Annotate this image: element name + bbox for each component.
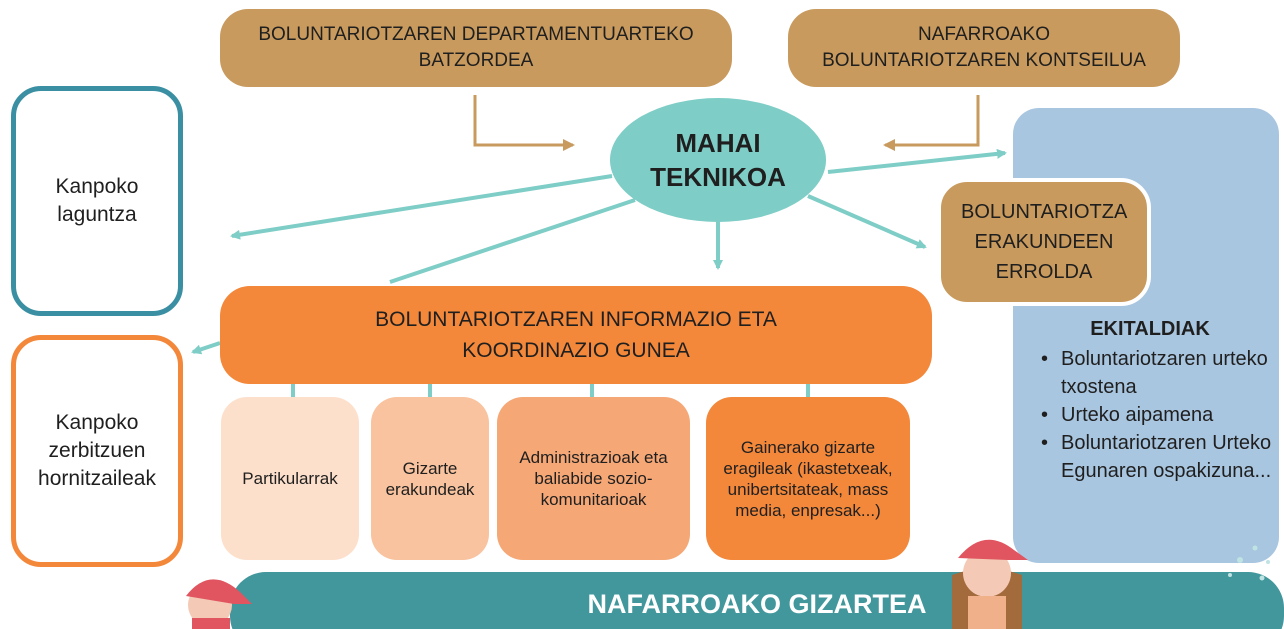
info-coordination-center-box: BOLUNTARIOTZAREN INFORMAZIO ETA KOORDINA… <box>220 286 932 384</box>
arrow-council-to-table <box>883 95 980 151</box>
events-list: EKITALDIAK Boluntariotzaren urteko txost… <box>1025 315 1275 485</box>
social-entities-box: Gizarte erakundeak <box>371 397 489 560</box>
volunteer-figure-left-icon <box>186 579 252 629</box>
external-providers-label: Kanpoko zerbitzuen hornitzaileak <box>38 411 156 490</box>
arrow-table-to-events <box>827 148 1007 174</box>
administrations-label: Administrazioak eta baliabide sozio-komu… <box>519 448 668 509</box>
interdepartmental-committee-box: BOLUNTARIOTZAREN DEPARTAMENTUARTEKO BATZ… <box>220 9 732 87</box>
organizations-registry-box: BOLUNTARIOTZA ERAKUNDEEN ERROLDA <box>937 178 1151 306</box>
organizations-registry-label: BOLUNTARIOTZA ERAKUNDEEN ERROLDA <box>961 201 1128 283</box>
other-agents-label: Gainerako gizarte eragileak (ikastetxeak… <box>723 437 893 520</box>
event-item-volunteer-day: Boluntariotzaren Urteko Egunaren ospakiz… <box>1025 429 1275 485</box>
decorative-dots-icon <box>1228 545 1270 581</box>
other-agents-box: Gainerako gizarte eragileak (ikastetxeak… <box>706 397 910 560</box>
volunteer-council-label: NAFARROAKO BOLUNTARIOTZAREN KONTSEILUA <box>822 24 1146 71</box>
social-entities-label: Gizarte erakundeak <box>385 458 475 499</box>
arrow-table-to-registry <box>807 194 927 249</box>
technical-table-node: MAHAI TEKNIKOA <box>612 105 824 215</box>
navarre-society-label: NAFARROAKO GIZARTEA <box>587 589 927 619</box>
external-help-box: Kanpoko laguntza <box>11 86 183 316</box>
info-coordination-center-label: BOLUNTARIOTZAREN INFORMAZIO ETA KOORDINA… <box>375 308 777 362</box>
arrow-committee-to-table <box>473 95 575 151</box>
arrow-table-to-external-help <box>230 174 613 240</box>
external-help-label: Kanpoko laguntza <box>55 175 139 226</box>
navarre-society-banner: NAFARROAKO GIZARTEA <box>230 580 1284 629</box>
arrow-table-to-info-center <box>389 198 636 284</box>
interdepartmental-committee-label: BOLUNTARIOTZAREN DEPARTAMENTUARTEKO BATZ… <box>258 24 694 71</box>
event-item-annual-mention: Urteko aipamena <box>1025 401 1275 429</box>
volunteer-council-box: NAFARROAKO BOLUNTARIOTZAREN KONTSEILUA <box>788 9 1180 87</box>
administrations-box: Administrazioak eta baliabide sozio-komu… <box>497 397 690 560</box>
volunteer-figure-right-icon <box>952 539 1028 629</box>
technical-table-ellipse <box>610 98 826 222</box>
external-providers-box: Kanpoko zerbitzuen hornitzaileak <box>11 335 183 567</box>
events-title: EKITALDIAK <box>1090 318 1210 340</box>
individuals-label: Partikularrak <box>242 469 338 488</box>
technical-table-label: MAHAI TEKNIKOA <box>650 128 786 192</box>
arrow-info-to-providers <box>191 341 221 355</box>
event-item-annual-report: Boluntariotzaren urteko txostena <box>1025 345 1275 401</box>
individuals-box: Partikularrak <box>221 397 359 560</box>
